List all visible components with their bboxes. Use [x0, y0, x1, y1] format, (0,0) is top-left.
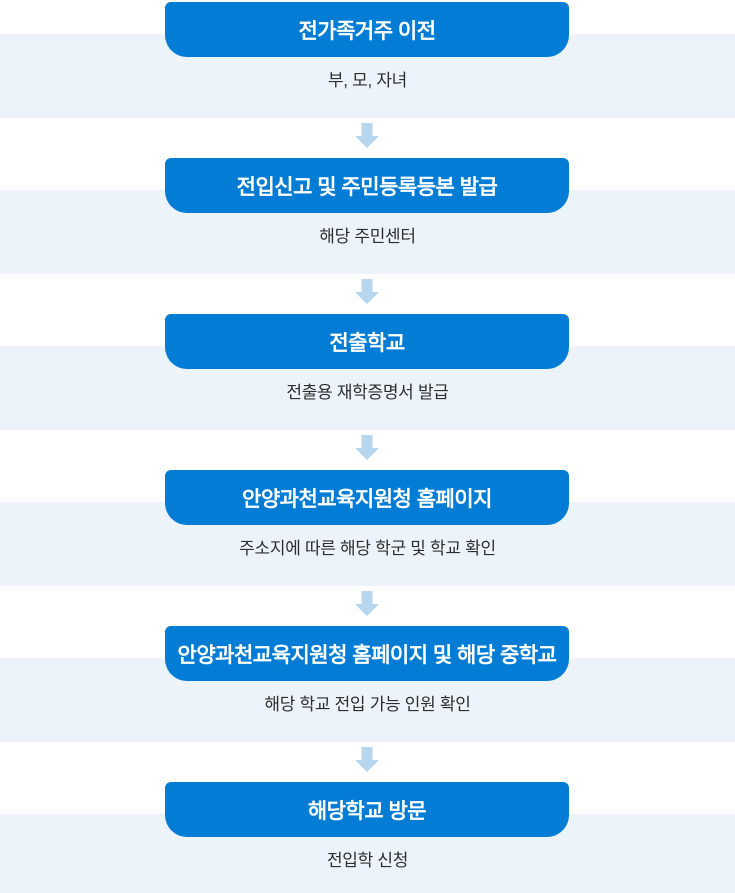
down-arrow-icon — [355, 123, 379, 148]
step-description: 부, 모, 자녀 — [327, 71, 408, 90]
step-title: 전출학교 — [329, 331, 405, 355]
down-arrow-icon — [355, 591, 379, 616]
step-title-box: 해당학교 방문 — [165, 782, 569, 837]
down-arrow-icon — [355, 279, 379, 304]
step-title-box: 전출학교 — [165, 314, 569, 369]
step-title: 전입신고 및 주민등록등본 발급 — [236, 175, 498, 199]
down-arrow-icon — [355, 747, 379, 772]
step-title: 전가족거주 이전 — [298, 19, 436, 43]
step-title-box: 전입신고 및 주민등록등본 발급 — [165, 158, 569, 213]
step-title-box: 전가족거주 이전 — [165, 2, 569, 57]
step-title: 해당학교 방문 — [307, 799, 427, 823]
step-title: 안양과천교육지원청 홈페이지 — [242, 487, 493, 511]
step-description: 전출용 재학증명서 발급 — [286, 383, 449, 402]
step-description: 전입학 신청 — [326, 851, 409, 870]
step-title-box: 안양과천교육지원청 홈페이지 및 해당 중학교 — [165, 626, 569, 681]
step-description: 해당 주민센터 — [319, 227, 416, 246]
step-description: 주소지에 따른 해당 학군 및 학교 확인 — [239, 539, 496, 558]
step-description: 해당 학교 전입 가능 인원 확인 — [264, 695, 471, 714]
step-title-box: 안양과천교육지원청 홈페이지 — [165, 470, 569, 525]
step-title: 안양과천교육지원청 홈페이지 및 해당 중학교 — [177, 643, 557, 667]
down-arrow-icon — [355, 435, 379, 460]
